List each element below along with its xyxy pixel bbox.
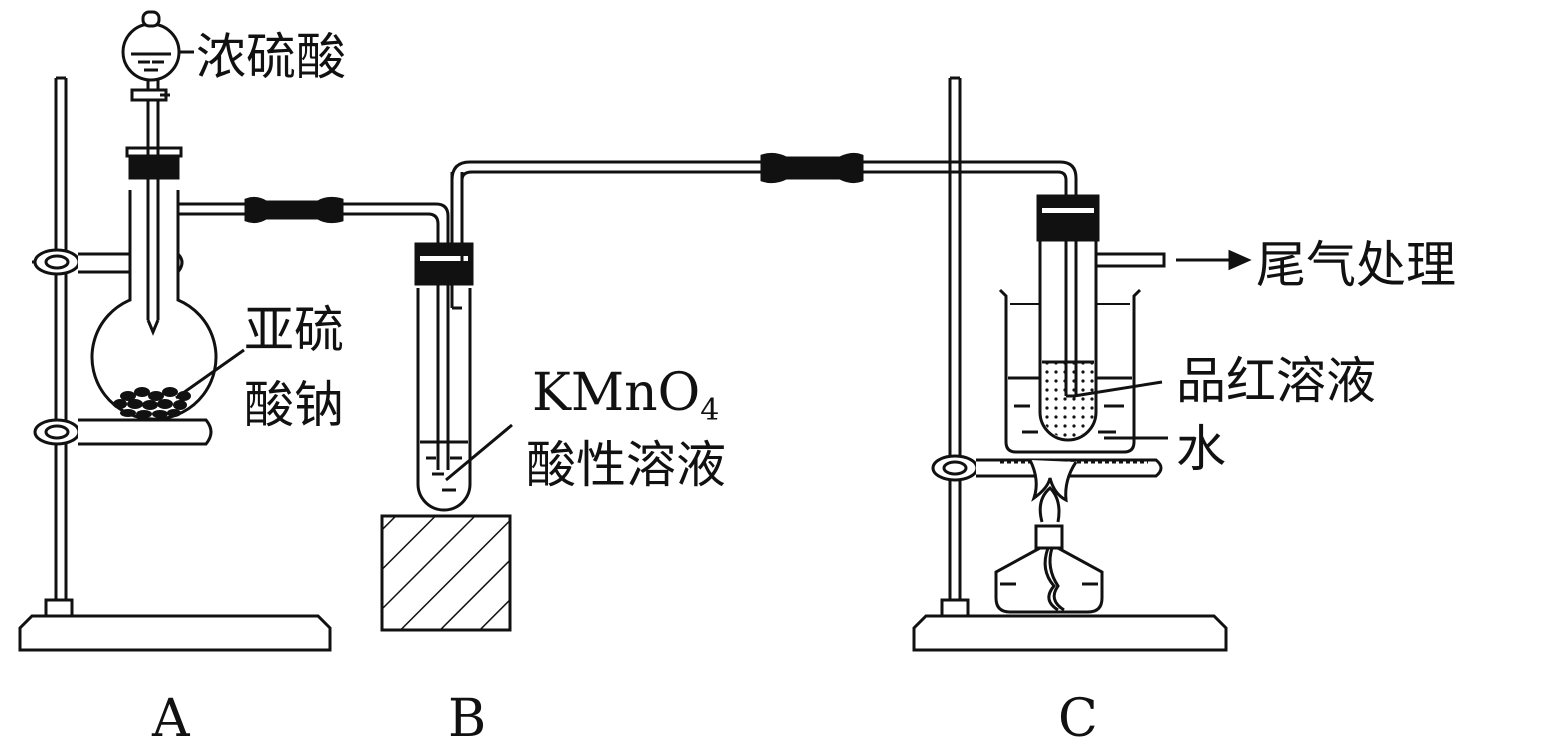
leader-pinhong — [1073, 380, 1163, 398]
test-tube-stopper-c — [1036, 194, 1100, 242]
tube-a-to-b — [244, 196, 450, 246]
flame — [1028, 459, 1078, 503]
apparatus-a — [18, 10, 332, 652]
ring-boss-c — [931, 454, 979, 482]
label-apparatus-b: B — [448, 689, 486, 749]
stand-foot-c — [940, 598, 970, 618]
apparatus-c — [912, 76, 1252, 652]
clamp-boss-upper-a — [33, 248, 81, 276]
clamp-arm-lower-a — [78, 418, 213, 446]
label-acidic-solution: 酸性溶液 — [526, 436, 726, 494]
label-tail-gas: 尾气处理 — [1256, 236, 1456, 294]
lamp-wick — [1043, 547, 1059, 612]
stand-base-a — [18, 614, 332, 652]
leader-kmno4 — [445, 423, 513, 482]
support-block — [380, 514, 512, 632]
sodium-sulfite-solid — [113, 387, 191, 418]
labels: 浓硫酸 亚硫 酸钠 KMnO4 酸性溶液 尾气处理 品红溶液 水 A B C — [151, 28, 1456, 749]
pinhong-solution — [1042, 362, 1094, 438]
label-pinhong: 品红溶液 — [1176, 352, 1376, 410]
leader-sulfite — [175, 348, 245, 400]
rubber-hose-1 — [244, 196, 344, 224]
kmno4-formula: KMnO — [532, 363, 700, 423]
round-bottom-flask — [90, 190, 218, 421]
test-tube-b — [416, 288, 472, 512]
label-conc-h2so4: 浓硫酸 — [196, 28, 346, 86]
lamp-wick-holder — [1034, 524, 1064, 550]
side-arm-tube-a — [178, 202, 250, 216]
clamp-boss-lower-a — [33, 418, 81, 446]
stand-base-c — [912, 614, 1228, 652]
kmno4-subscript: 4 — [700, 393, 719, 428]
label-apparatus-a: A — [151, 689, 191, 749]
separatory-funnel — [121, 22, 181, 82]
outlet-tube-c — [1096, 252, 1166, 268]
label-sodium-sulfite-1: 亚硫 — [244, 301, 344, 359]
rubber-hose-2 — [760, 152, 864, 184]
label-water: 水 — [1176, 420, 1226, 478]
stand-foot-a — [44, 598, 74, 618]
label-kmno4: KMnO4 — [532, 363, 719, 428]
tube-b-to-c — [450, 152, 1078, 198]
test-tube-stopper — [414, 242, 474, 286]
apparatus-b — [380, 172, 513, 632]
label-sodium-sulfite-2: 酸钠 — [244, 376, 344, 434]
label-apparatus-c: C — [1058, 689, 1098, 749]
